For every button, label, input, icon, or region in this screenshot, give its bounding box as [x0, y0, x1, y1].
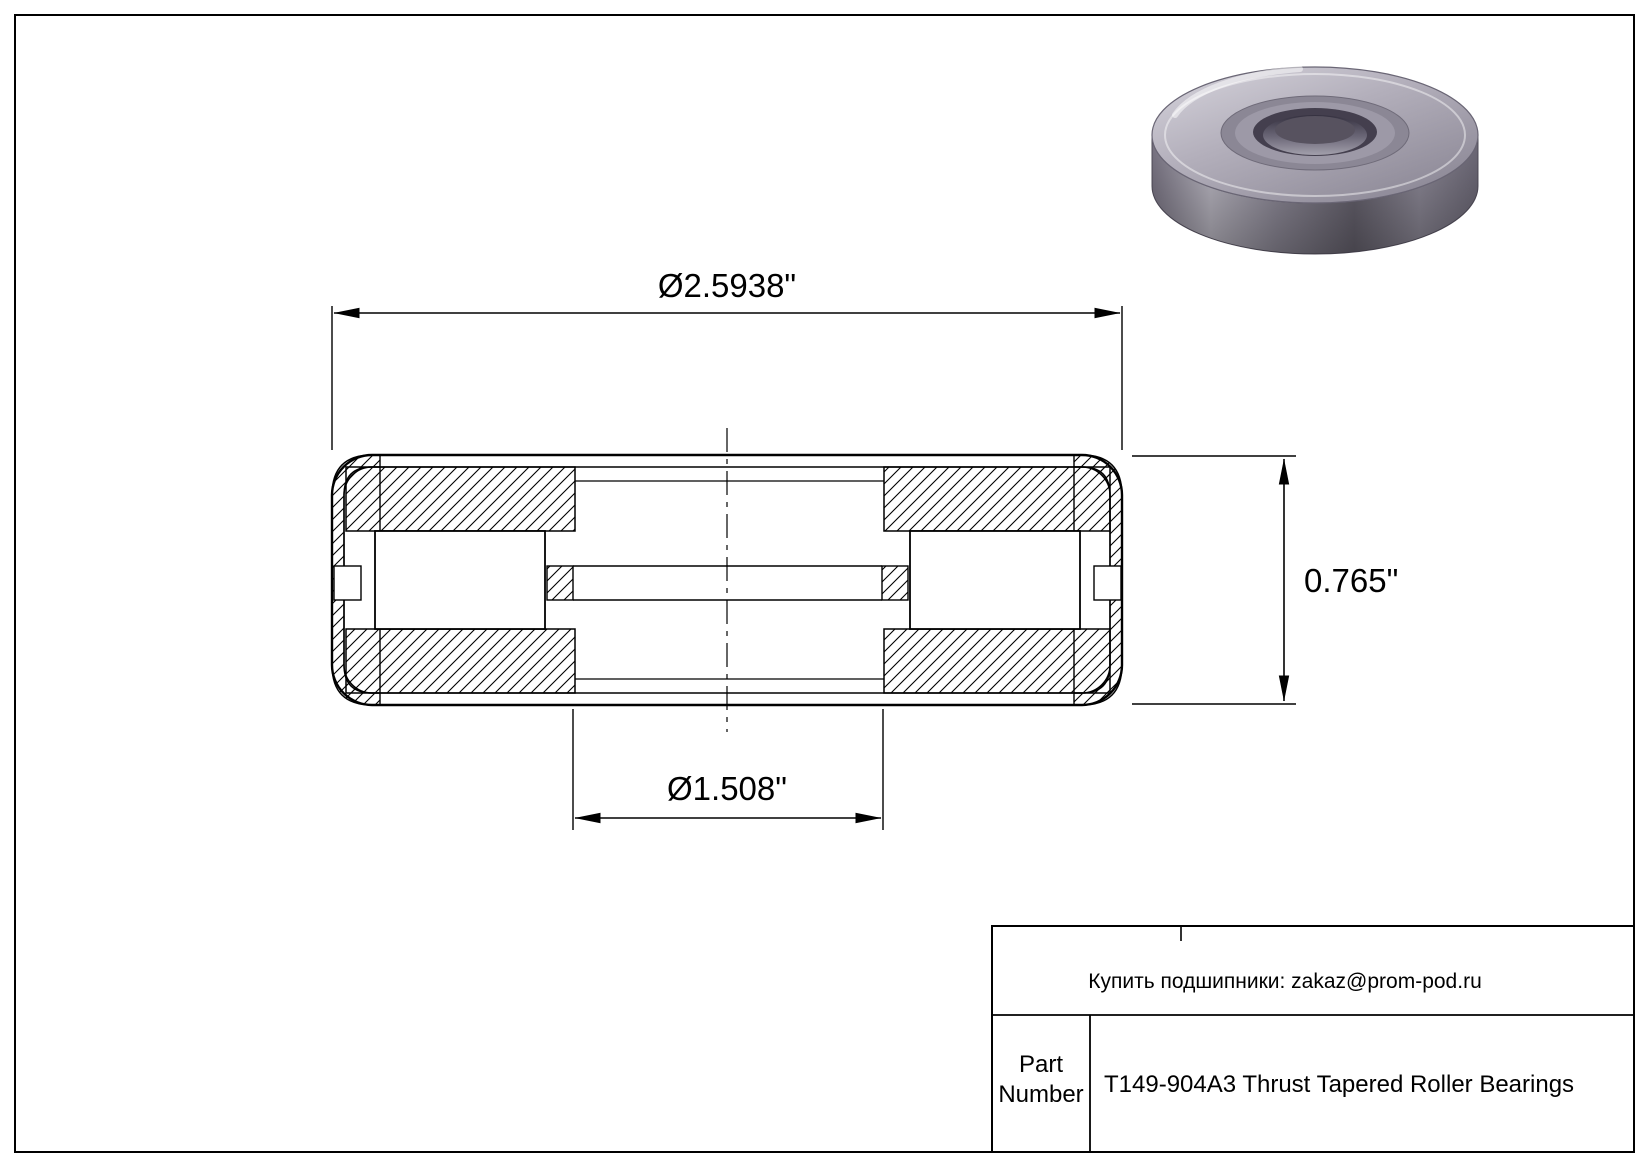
part-number-label-line2: Number — [998, 1081, 1083, 1108]
bearing-specular-highlight — [1172, 66, 1303, 118]
dimension-outer-diameter: Ø2.5938" — [331, 267, 1123, 450]
outer-diameter-label: Ø2.5938" — [658, 267, 796, 304]
cage-section-left — [546, 565, 574, 601]
page-border — [14, 14, 1635, 1153]
bearing-side-shading — [1152, 135, 1478, 254]
race-block-bottom-left — [345, 628, 576, 694]
race-block-bottom-right — [883, 628, 1111, 694]
inner-diameter-label: Ø1.508" — [667, 770, 787, 807]
contact-text: Купить подшипники: zakaz@prom-pod.ru — [1088, 970, 1482, 993]
bearing-bore-hole — [1275, 116, 1355, 144]
title-block-frame — [991, 925, 1635, 1153]
bearing-cross-section — [330, 428, 1124, 732]
height-label: 0.765" — [1304, 562, 1398, 599]
cage-section-right — [881, 565, 909, 601]
end-tab-left — [333, 565, 362, 601]
part-number-label-line1: Part — [1019, 1051, 1063, 1078]
dimension-inner-diameter: Ø1.508" — [572, 709, 884, 830]
end-tab-right — [1093, 565, 1122, 601]
dimension-height: 0.765" — [1132, 455, 1398, 705]
bearing-top-chamfer-ring — [1164, 73, 1466, 197]
race-block-top-left — [345, 466, 576, 532]
race-block-top-right — [883, 466, 1111, 532]
bearing-3d-render — [1151, 66, 1479, 255]
roller-left — [374, 530, 546, 630]
part-description: T149-904A3 Thrust Tapered Roller Bearing… — [1104, 1071, 1574, 1098]
roller-right — [909, 530, 1081, 630]
title-block: Купить подшипники: zakaz@prom-pod.ru Par… — [991, 925, 1635, 1153]
